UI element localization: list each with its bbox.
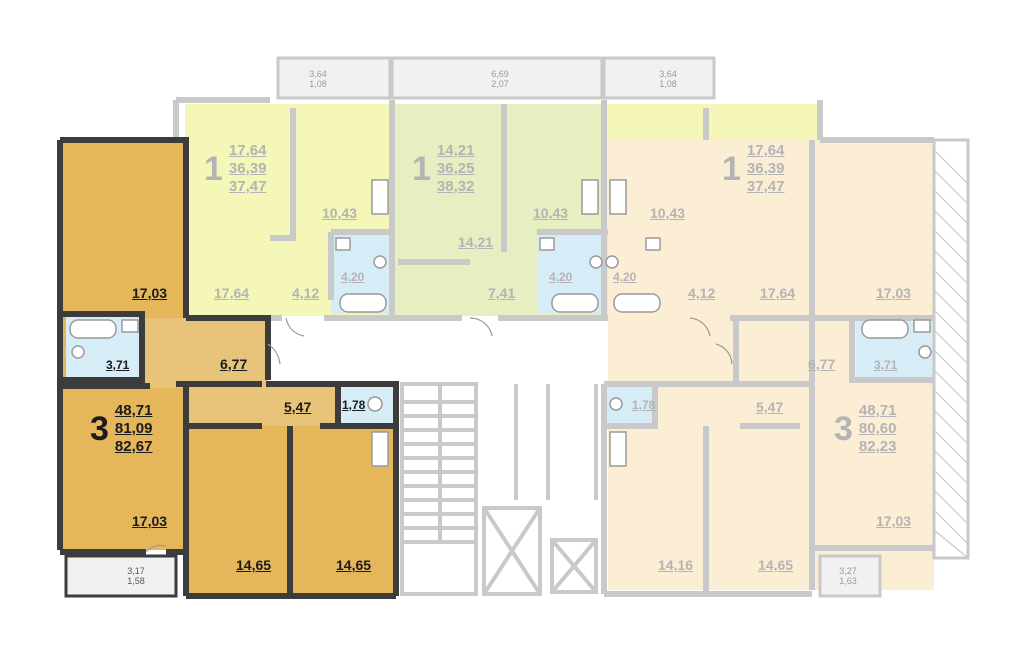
room-area-left-bath: 3,71 [106, 358, 130, 372]
area-with-balcony: 82,67 [114, 438, 153, 455]
room-area-right-room-a: 14,16 [658, 557, 694, 573]
room-area-s1-kitchen: 10,43 [322, 205, 358, 221]
room-area-right-wc: 1,78 [632, 398, 656, 412]
balcony-area: 3,17 [127, 566, 145, 576]
area-with-balcony: 38,32 [436, 178, 475, 195]
living-area: 14,21 [436, 142, 475, 159]
balcony-bottom-right [818, 554, 882, 598]
right-stripe-wall [932, 138, 970, 560]
stove-icons [371, 179, 627, 467]
room-area-right-bottom-bedroom: 17,03 [876, 513, 912, 529]
apartment-badge-top-left-1room[interactable]: 1 17,64 36,39 37,47 [204, 142, 266, 196]
room-area-s1-bath: 4,20 [341, 270, 365, 284]
apartment-badge-top-center-1room[interactable]: 1 14,21 36,25 38,32 [412, 142, 474, 196]
room-count: 1 [412, 150, 431, 188]
apartment-badge-left-3room[interactable]: 3 48,71 81,09 82,67 [90, 402, 152, 456]
balcony-area: 6,69 [491, 69, 509, 79]
room-area-s3-room: 17,64 [760, 285, 796, 301]
balcony-top-left [276, 56, 392, 100]
living-area: 48,71 [114, 402, 153, 419]
balcony-reduced-area: 1,08 [659, 79, 677, 89]
room-area-s3-kitchen: 10,43 [650, 205, 686, 221]
room-area-right-hall: 6,77 [808, 356, 836, 372]
balcony-reduced-area: 2,07 [491, 79, 509, 89]
room-count: 1 [722, 150, 741, 188]
total-area: 36,39 [228, 160, 267, 177]
room-area-s3-hall: 4,12 [688, 285, 716, 301]
living-area: 17,64 [228, 142, 267, 159]
room-area-left-wc: 1,78 [342, 398, 366, 412]
area-with-balcony: 37,47 [228, 178, 267, 195]
room-area-s2-hall: 7,41 [488, 285, 516, 301]
room-area-right-kitchen: 5,47 [756, 399, 784, 415]
balcony-top-right [602, 56, 716, 100]
living-area: 17,64 [746, 142, 785, 159]
left-wc [338, 384, 394, 426]
total-area: 36,39 [746, 160, 785, 177]
room-area-s3-bath: 4,20 [613, 270, 637, 284]
room-area-right-room-b: 14,65 [758, 557, 794, 573]
room-count: 3 [834, 410, 853, 448]
room-area-s2-room: 14,21 [458, 234, 494, 250]
room-area-left-kitchen: 5,47 [284, 399, 312, 415]
room-area-left-top-bedroom: 17,03 [132, 285, 168, 301]
bathtub-icons [69, 293, 909, 339]
balcony-top-center [390, 56, 604, 100]
room-area-left-bottom-bedroom: 17,03 [132, 513, 168, 529]
area-with-balcony: 82,23 [858, 438, 897, 455]
total-area: 36,25 [436, 160, 475, 177]
balcony-area: 3,64 [659, 69, 677, 79]
total-area: 81,09 [114, 420, 153, 437]
left-apartment [57, 137, 399, 599]
room-area-s1-room: 17,64 [214, 285, 250, 301]
room-area-right-top-bedroom: 17,03 [876, 285, 912, 301]
room-count: 1 [204, 150, 223, 188]
apartment-badge-right-3room[interactable]: 3 48,71 80,60 82,23 [834, 402, 896, 456]
balcony-reduced-area: 1,08 [309, 79, 327, 89]
sink-icons [71, 237, 932, 412]
room-area-s2-kitchen: 10,43 [533, 205, 569, 221]
room-area-right-bath: 3,71 [874, 358, 898, 372]
room-area-left-hall: 6,77 [220, 356, 248, 372]
total-area: 80,60 [858, 420, 897, 437]
balcony-reduced-area: 1,58 [127, 576, 145, 586]
room-area-left-room-a: 14,65 [236, 557, 272, 573]
room-area-left-room-b: 14,65 [336, 557, 372, 573]
balcony-bottom-left [64, 554, 178, 598]
balcony-area: 3,27 [839, 566, 857, 576]
balcony-area: 3,64 [309, 69, 327, 79]
living-area: 48,71 [858, 402, 897, 419]
room-area-s2-bath: 4,20 [549, 270, 573, 284]
room-count: 3 [90, 410, 109, 448]
area-with-balcony: 37,47 [746, 178, 785, 195]
balcony-reduced-area: 1,63 [839, 576, 857, 586]
room-area-s1-hall: 4,12 [292, 285, 320, 301]
stair-core [400, 382, 598, 596]
apartment-badge-top-right-1room[interactable]: 1 17,64 36,39 37,47 [722, 142, 784, 196]
